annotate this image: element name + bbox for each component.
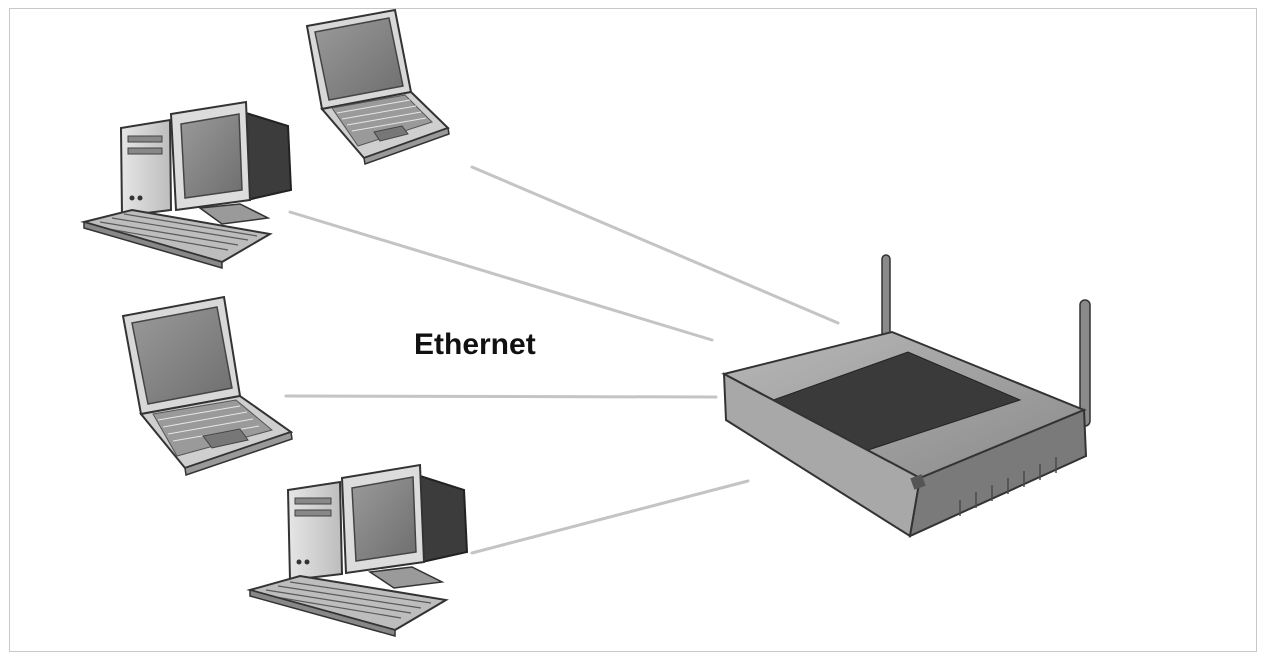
- desktop-lower-icon: [246, 463, 469, 637]
- desktop-upper-icon: [80, 100, 293, 269]
- ethernet-label: Ethernet: [414, 328, 536, 361]
- link-laptop-middle: [284, 394, 718, 399]
- link-laptop-top: [470, 165, 840, 325]
- router-icon: [721, 254, 1091, 538]
- laptop-top-icon: [305, 8, 450, 166]
- ethernet-links: [284, 165, 840, 555]
- link-desktop-upper: [288, 210, 714, 342]
- link-desktop-lower: [470, 479, 750, 555]
- laptop-middle-icon: [121, 295, 294, 477]
